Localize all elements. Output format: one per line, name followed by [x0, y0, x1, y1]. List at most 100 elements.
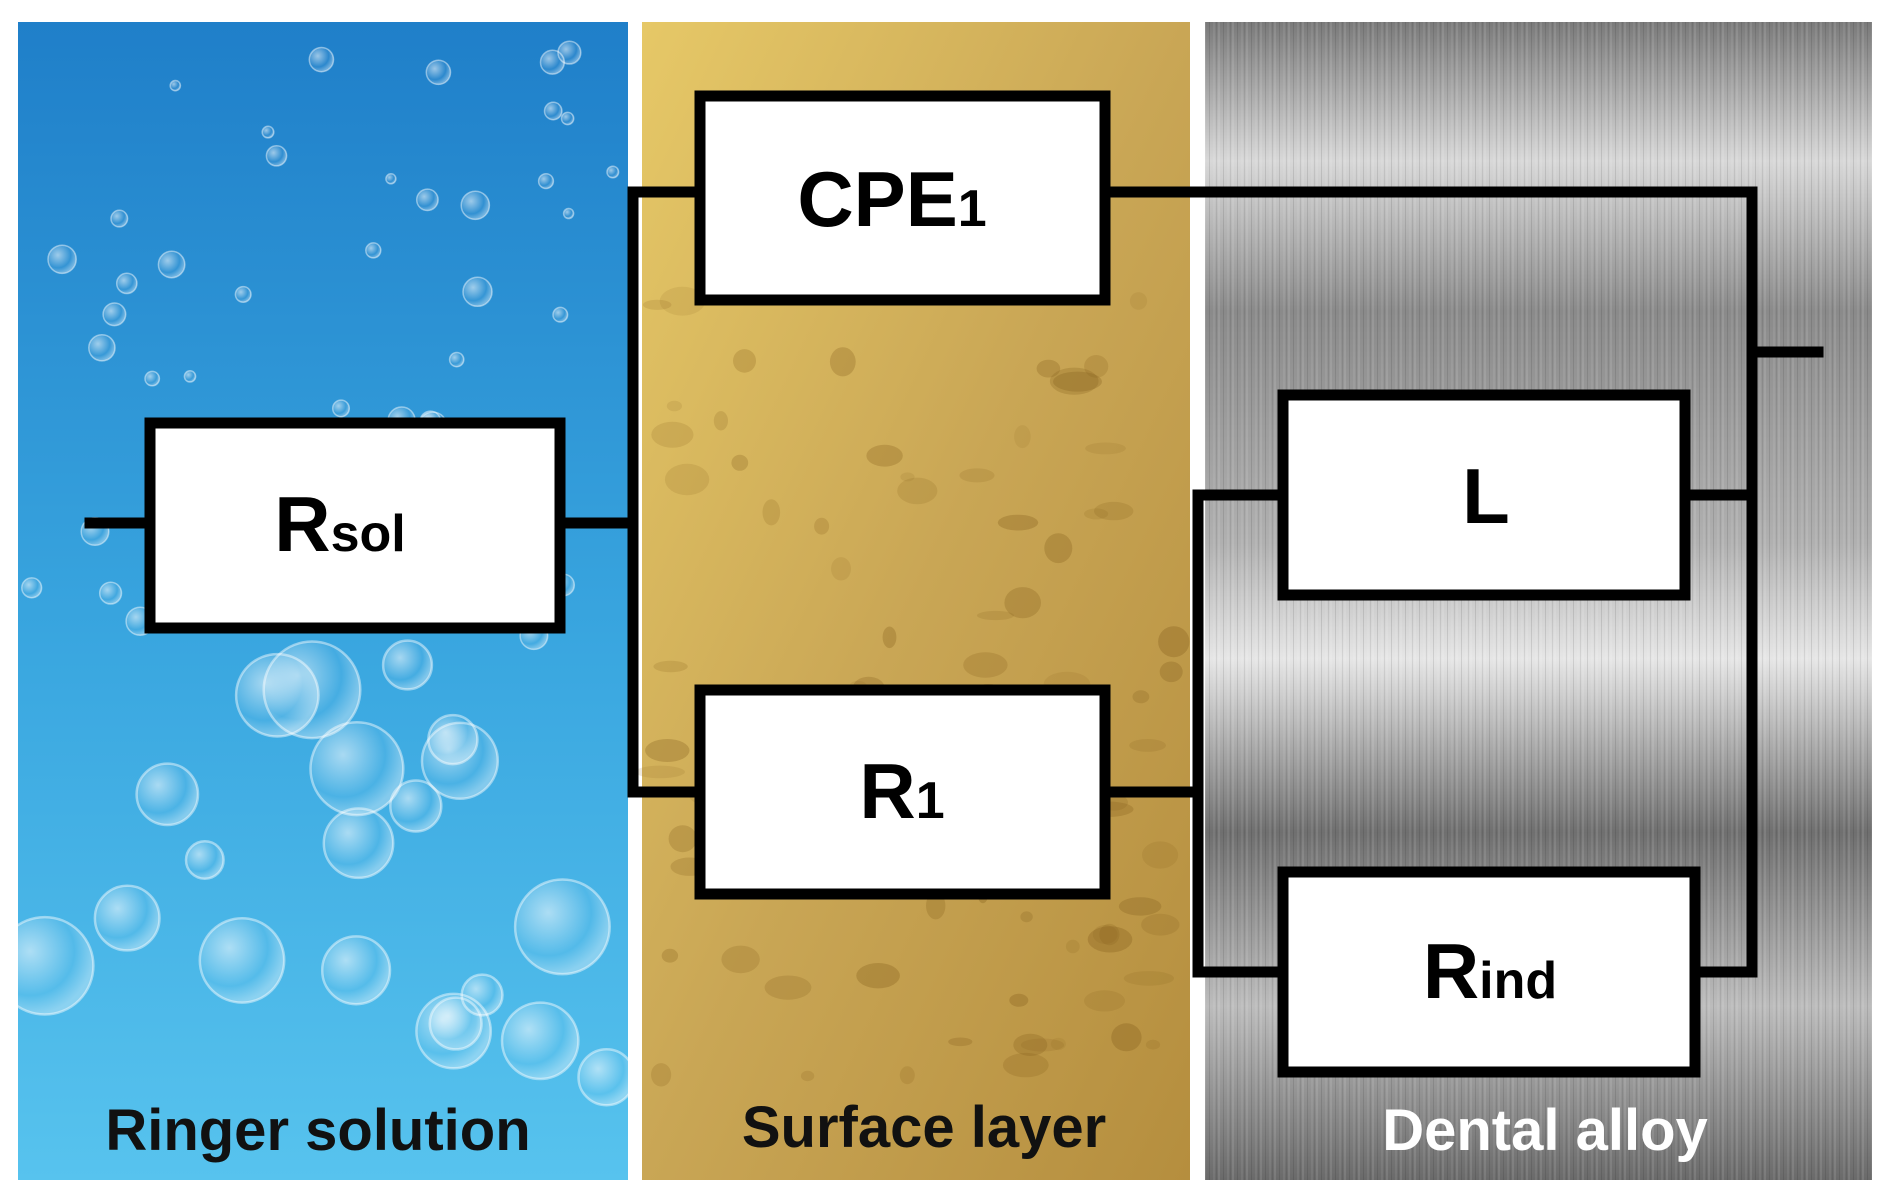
bubble [262, 640, 362, 740]
bubble [21, 577, 43, 599]
bubble [88, 333, 116, 362]
pore [1118, 897, 1162, 916]
l-symbol: L [1462, 452, 1510, 540]
cpe1-element: CPE1 [694, 90, 1111, 306]
l-inductor: L [1277, 389, 1691, 601]
pore [661, 948, 679, 963]
r1-subscript: 1 [916, 772, 945, 830]
bubble [552, 306, 569, 323]
svg-text:Rind: Rind [1423, 927, 1557, 1015]
bubble [102, 302, 127, 327]
bubble [460, 190, 491, 221]
pore [1085, 442, 1126, 455]
pore [645, 739, 690, 762]
pore [900, 472, 915, 482]
pore [1132, 690, 1150, 704]
bubble [98, 581, 123, 605]
pore [1158, 626, 1190, 658]
region-label-surface: Surface layer [742, 1095, 1106, 1160]
bubble [415, 188, 439, 212]
pore [856, 963, 900, 989]
bubble [183, 370, 197, 383]
pore [800, 1070, 815, 1082]
pore [1129, 292, 1148, 310]
bubble [513, 878, 611, 976]
bubble [539, 49, 566, 75]
pore [642, 299, 672, 310]
bubble [47, 244, 77, 275]
bubble [331, 399, 351, 418]
bubble [448, 351, 465, 368]
pore [814, 517, 830, 535]
pore [948, 1037, 973, 1047]
pore [1014, 425, 1031, 449]
pore [651, 1063, 672, 1087]
pore [1087, 926, 1133, 953]
pore [1050, 1037, 1066, 1051]
pore [1141, 913, 1180, 936]
pore [1094, 501, 1134, 521]
pore [651, 421, 694, 448]
bubble [169, 79, 182, 92]
bubble [562, 207, 575, 220]
bubble [500, 1001, 580, 1081]
rsol-resistor: Rsol [144, 417, 566, 634]
pore [664, 463, 710, 496]
bubble [425, 59, 452, 86]
pore [1084, 508, 1109, 520]
region-label-alloy: Dental alloy [1382, 1098, 1708, 1163]
bubble [308, 46, 335, 73]
svg-text:CPE1: CPE1 [797, 155, 986, 243]
rind-symbol: R [1423, 927, 1479, 1015]
bubble [415, 992, 493, 1070]
rind-resistor: Rind [1277, 866, 1701, 1078]
bubble [265, 144, 288, 167]
pore [959, 468, 995, 483]
pore [1049, 367, 1099, 395]
pore [897, 477, 938, 505]
rsol-subscript: sol [331, 505, 406, 563]
bubble [93, 884, 161, 952]
bubble [381, 639, 434, 691]
pore [1002, 1052, 1049, 1078]
pore [1092, 925, 1118, 944]
pore [1129, 739, 1166, 752]
svg-text:R1: R1 [859, 747, 944, 835]
bubble [0, 915, 95, 1016]
bubble [320, 935, 392, 1006]
pore [1013, 1033, 1048, 1056]
bubble [115, 272, 138, 295]
pore [1142, 841, 1179, 869]
bubble [234, 285, 252, 303]
bubble [144, 370, 161, 387]
bubble [261, 125, 275, 139]
bubble [110, 209, 129, 228]
pore [731, 454, 749, 471]
pore [866, 444, 903, 467]
pore [653, 660, 688, 673]
bubble [606, 165, 620, 179]
pore [1004, 587, 1041, 619]
pore [1036, 359, 1061, 378]
bubble [322, 807, 395, 880]
pore [1053, 371, 1102, 392]
pore [713, 411, 729, 431]
pore [997, 514, 1039, 531]
cpe1-symbol: CPE [797, 155, 957, 243]
pore [1099, 923, 1120, 946]
cpe1-subscript: 1 [958, 180, 987, 238]
pore [963, 652, 1008, 678]
pore [721, 945, 760, 974]
pore [899, 1066, 915, 1085]
pore [1145, 1039, 1161, 1050]
bubble [385, 173, 397, 185]
bubble [462, 276, 493, 308]
bubble [537, 172, 555, 190]
pore [976, 610, 1015, 621]
region-label-solution: Ringer solution [105, 1098, 530, 1163]
bubble [577, 1047, 636, 1107]
pore [1044, 533, 1073, 564]
pore [1111, 1023, 1142, 1052]
pore [1084, 355, 1109, 378]
